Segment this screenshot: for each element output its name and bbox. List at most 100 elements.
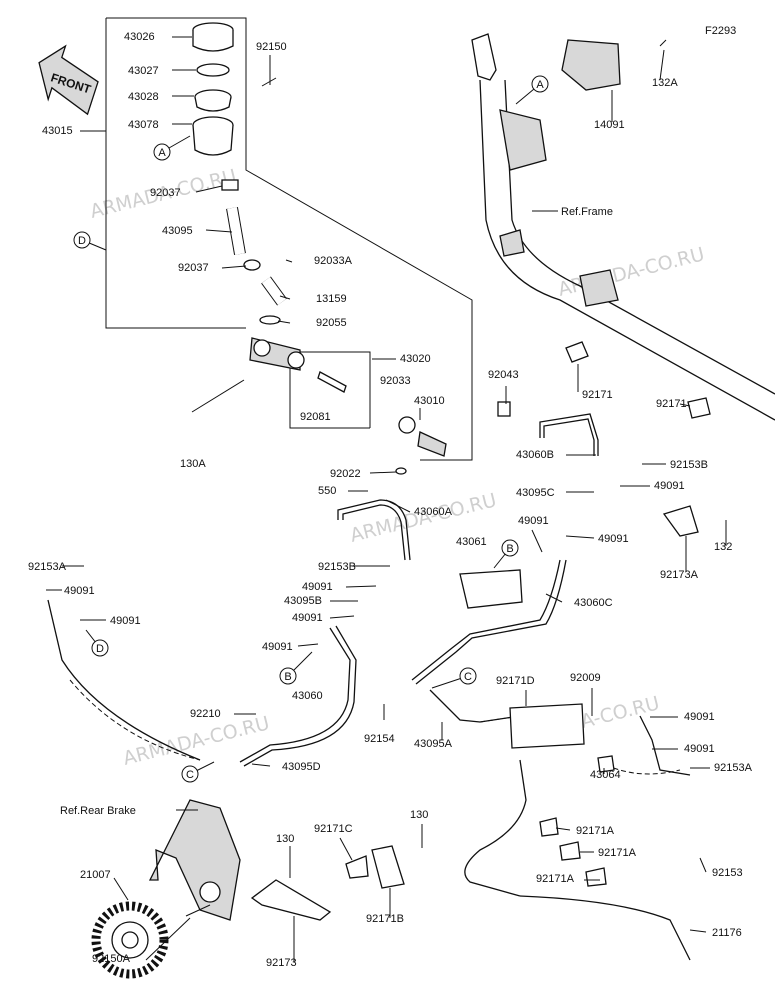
part-label: 92171A [536,873,575,885]
part-label: 92037 [150,187,181,199]
part-label: 130 [410,809,428,821]
part-label: 92009 [570,672,601,684]
callout-letter: A [158,147,166,159]
part-label: 43015 [42,125,73,137]
leader-line [145,917,191,961]
callout-letter: C [464,671,472,683]
callout-marker: C [431,667,477,689]
part-label: 49091 [64,585,95,597]
part-label: 43095C [516,487,555,499]
part-label: 49091 [262,641,293,653]
part-label: 92153B [318,561,356,573]
part-label: 92171C [314,823,353,835]
callout-letter: B [506,543,513,555]
rear-brake-assembly [91,799,332,979]
part-label: 49091 [598,533,629,545]
leader-line [277,320,291,324]
frame [471,33,775,421]
part-label: 92171A [576,825,615,837]
part-label: 43060A [414,506,453,518]
leader-line [385,499,411,513]
part-label: 43027 [128,65,159,77]
leader-line [555,827,571,831]
part-label: 43060 [292,690,323,702]
leader-line [285,259,293,263]
leader-line [221,265,247,269]
callout-marker: A [515,75,549,105]
part-label: 43095D [282,761,321,773]
leader-line [195,185,223,193]
part-label: 21007 [80,869,111,881]
leader-line [113,877,129,901]
part-label: 49091 [654,480,685,492]
part-label: 92173A [660,569,699,581]
ref-frame-label: Ref.Frame [561,206,613,218]
watermark: ARMADA-CO.RU [121,712,272,770]
leader-line [659,49,665,81]
part-label: 550 [318,485,336,497]
leader-line [565,535,595,539]
leader-line [699,857,707,873]
callout-marker: C [181,761,215,783]
leader-line [369,471,397,474]
callout-marker: D [85,629,109,657]
leader-line [339,837,353,861]
part-label: 92033 [380,375,411,387]
callout-marker: A [153,135,191,161]
part-label: 92022 [330,468,361,480]
part-label: 92033A [314,255,353,267]
part-label: 92171D [496,675,535,687]
part-label: 92153A [714,762,753,774]
part-label: 43020 [400,353,431,365]
part-label: 43095A [414,738,453,750]
callout-markers: A A B B C C D D [73,75,549,783]
callout-marker: B [493,539,519,569]
part-label: 43060B [516,449,554,461]
diagram-code: F2293 [705,25,736,37]
leader-line [297,643,319,647]
part-label: 130A [180,458,206,470]
leader-line [679,403,691,407]
part-label: 92171 [582,389,613,401]
part-label: 92150 [256,41,287,53]
part-label: 49091 [684,711,715,723]
part-label: 132 [714,541,732,553]
part-label: 49091 [110,615,141,627]
leader-line [531,529,543,553]
part-label: 49091 [684,743,715,755]
part-label: 92171B [366,913,404,925]
part-label: 43095B [284,595,322,607]
part-label: 43061 [456,536,487,548]
ref-rear-brake-label: Ref.Rear Brake [60,805,136,817]
callout-letter: B [284,671,291,683]
part-label: 92153B [670,459,708,471]
part-label: 92210 [190,708,221,720]
assembly-bracket-43015 [80,17,473,461]
part-label: 92154 [364,733,395,745]
part-label: 92153A [28,561,67,573]
leader-line [329,615,355,619]
part-label: 92037 [178,262,209,274]
part-label: 43010 [414,395,445,407]
part-label: 49091 [518,515,549,527]
part-label: 130 [276,833,294,845]
leader-line [545,593,563,603]
callout-letter: C [186,769,194,781]
leader-line [345,585,377,588]
part-label: 43078 [128,119,159,131]
part-label: 21176 [712,927,742,939]
callout-letter: D [78,235,86,247]
part-label: 14091 [594,119,625,131]
front-arrow: FRONT [38,44,99,116]
part-label: 43026 [124,31,155,43]
part-label: 92043 [488,369,519,381]
callout-letter: A [536,79,544,91]
part-labels: 4302643027430284307892150430159203743095… [28,31,753,969]
part-label: 92153 [712,867,743,879]
part-label: 49091 [302,581,333,593]
part-label: 92171A [598,847,637,859]
callout-marker: D [73,231,107,251]
part-label: 13159 [316,293,347,305]
